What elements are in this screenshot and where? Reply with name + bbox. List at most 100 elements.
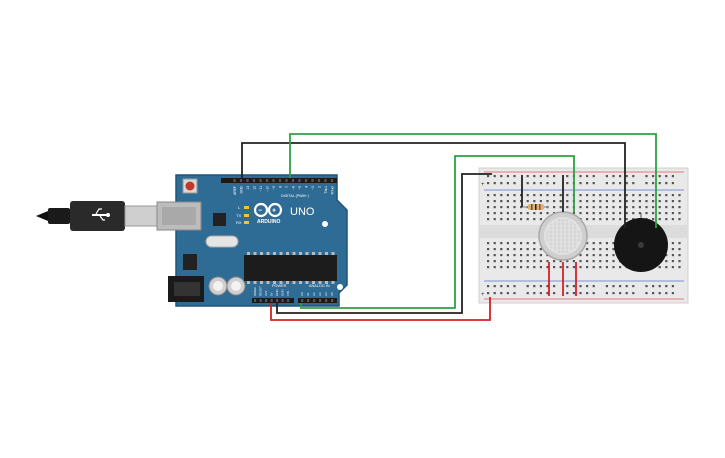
mounting-hole [337, 284, 343, 290]
led-tx [244, 214, 249, 217]
atmega-chip [244, 255, 337, 281]
power-jack-inner [174, 282, 200, 296]
led-l [244, 206, 249, 209]
digital-pin-label: AREF [233, 186, 237, 195]
led-l-label: L [238, 205, 241, 210]
crystal-oscillator [205, 235, 239, 248]
analog-header-label: ANALOG IN [309, 284, 330, 288]
power-pin-label: RESET [259, 286, 263, 296]
analog-pin-label: A5 [330, 292, 334, 296]
rail-plus-label: + [481, 292, 485, 298]
digital-pin-label: RX◂0 [331, 186, 335, 194]
digital-pin-label: ~10 [266, 186, 270, 192]
header-socket[interactable] [259, 179, 262, 182]
header-socket[interactable] [270, 299, 273, 302]
header-socket[interactable] [317, 179, 321, 182]
digital-pin-label: ~9 [272, 186, 276, 190]
digital-pin-label: 12 [253, 186, 257, 190]
digital-pin-label: ~5 [298, 186, 302, 190]
mounting-hole [322, 221, 328, 227]
power-pin-label: 3V3 [264, 290, 268, 296]
wire-black-rail[interactable] [276, 173, 492, 314]
power-pin-label: IOREF [253, 287, 257, 296]
usb-cable-icon[interactable] [36, 201, 158, 231]
header-socket[interactable] [252, 179, 256, 182]
header-socket[interactable] [307, 299, 310, 302]
analog-pin-label: A4 [324, 292, 328, 296]
header-socket[interactable] [331, 299, 334, 302]
header-socket[interactable] [281, 299, 284, 302]
digital-pin-label: ~6 [292, 186, 296, 190]
arduino-uno-board[interactable]: L TX RX − + ARDUINO UNO DIGITAL (PWM~) P… [156, 174, 348, 307]
power-header[interactable] [252, 298, 294, 303]
digital-pin-label: 13 [246, 186, 250, 190]
header-socket[interactable] [287, 299, 290, 302]
header-socket[interactable] [259, 299, 262, 302]
header-socket[interactable] [319, 299, 322, 302]
power-header-label: POWER [272, 284, 287, 288]
led-rx-label: RX [236, 220, 242, 225]
model-label: UNO [290, 206, 315, 218]
digital-pin-label: GND [240, 185, 244, 193]
reset-button-cap[interactable] [185, 181, 195, 191]
wire-green-signal[interactable] [289, 133, 657, 228]
header-socket[interactable] [278, 179, 282, 182]
digital-pin-label: 2 [318, 186, 322, 188]
header-socket[interactable] [246, 179, 249, 182]
led-tx-label: TX [236, 213, 241, 218]
digital-header-label: DIGITAL (PWM~) [281, 194, 309, 198]
arduino-logo-icon: − + [253, 202, 283, 218]
header-socket[interactable] [311, 179, 314, 182]
analog-pin-label: A0 [300, 292, 304, 296]
led-rx [244, 221, 249, 224]
power-pin-label: GND [281, 289, 285, 297]
analog-header[interactable] [298, 298, 337, 303]
analog-pin-label: A1 [306, 292, 310, 296]
header-socket[interactable] [301, 299, 304, 302]
header-socket[interactable] [285, 179, 288, 182]
header-socket[interactable] [272, 179, 275, 182]
usb-chip [213, 213, 226, 226]
header-socket[interactable] [265, 299, 268, 302]
header-socket[interactable] [233, 179, 236, 182]
chip-pins [247, 281, 335, 284]
header-socket[interactable] [265, 179, 269, 182]
header-socket[interactable] [304, 179, 308, 182]
header-socket[interactable] [276, 299, 279, 302]
header-socket[interactable] [313, 299, 316, 302]
digital-pin-label: 8 [279, 186, 283, 188]
wire-black-gnd[interactable] [241, 142, 626, 228]
digital-pin-label: 7 [285, 186, 289, 188]
header-socket[interactable] [291, 179, 295, 182]
chip-pins [247, 252, 335, 255]
rail-plus-label: + [481, 182, 485, 188]
digital-pin-label: 4 [305, 186, 309, 188]
wire-green-analog[interactable] [300, 155, 575, 309]
analog-pin-label: A3 [318, 292, 322, 296]
piezo-buzzer-icon[interactable] [614, 213, 668, 272]
header-socket[interactable] [239, 179, 243, 182]
power-pin-label: VIN [286, 291, 290, 296]
header-socket[interactable] [325, 299, 328, 302]
gas-sensor-icon[interactable] [538, 211, 588, 261]
header-socket[interactable] [324, 179, 327, 182]
power-pin-label: 5V [270, 292, 274, 296]
capacitor-top [213, 281, 223, 291]
wire-red-5v[interactable] [270, 297, 491, 321]
analog-pin-label: A2 [312, 292, 316, 296]
digital-pin-label: ~11 [259, 186, 263, 192]
capacitor-top [231, 281, 241, 291]
resistor-icon[interactable] [522, 204, 549, 210]
svg-text:+: + [272, 208, 276, 215]
digital-pin-label: ~3 [311, 186, 315, 190]
header-socket[interactable] [254, 299, 257, 302]
header-socket[interactable] [330, 179, 334, 182]
header-socket[interactable] [298, 179, 301, 182]
usb-socket-inner [162, 207, 196, 225]
digital-pin-label: TX▸1 [324, 186, 328, 194]
power-pin-label: GND [275, 289, 279, 297]
